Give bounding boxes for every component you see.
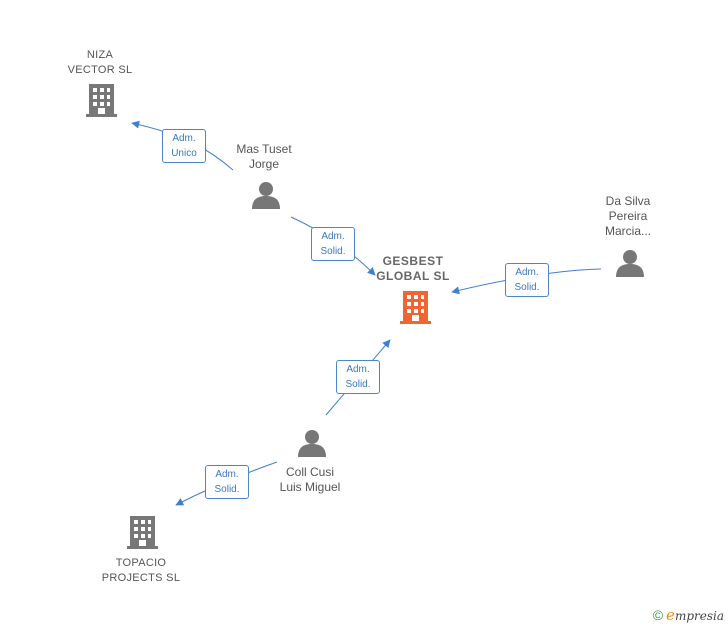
node-label-niza[interactable]: NIZA VECTOR SL (67, 49, 133, 76)
brand-name: mpresia (674, 609, 724, 623)
person-icon (616, 250, 644, 277)
brand-initial: e (666, 606, 675, 624)
person-icon (252, 182, 280, 209)
edge-badge-adm-solid-coll-cusi-topacio[interactable]: Adm. Solid. (205, 465, 249, 499)
node-label-topacio[interactable]: TOPACIO PROJECTS SL (101, 557, 181, 584)
building-icon (86, 84, 117, 117)
edge-badge-adm-solid-da-silva[interactable]: Adm. Solid. (505, 263, 549, 297)
edge-badge-adm-unico[interactable]: Adm. Unico (162, 129, 206, 163)
node-label-coll-cusi[interactable]: Coll Cusi Luis Miguel (279, 465, 341, 494)
edge-badge-adm-solid-mas-tuset[interactable]: Adm. Solid. (311, 227, 355, 261)
node-label-da-silva[interactable]: Da Silva Pereira Marcia... (604, 194, 652, 238)
edge-badge-adm-solid-coll-cusi-gesbest[interactable]: Adm. Solid. (336, 360, 380, 394)
main-company-building-icon (400, 291, 431, 324)
person-icon (298, 430, 326, 457)
node-label-mas-tuset[interactable]: Mas Tuset Jorge (236, 142, 292, 171)
node-label-gesbest[interactable]: GESBEST GLOBAL SL (376, 254, 450, 283)
building-icon (127, 516, 158, 549)
copyright-symbol: © (652, 607, 664, 623)
empresia-logo: ©empresia (653, 606, 724, 624)
